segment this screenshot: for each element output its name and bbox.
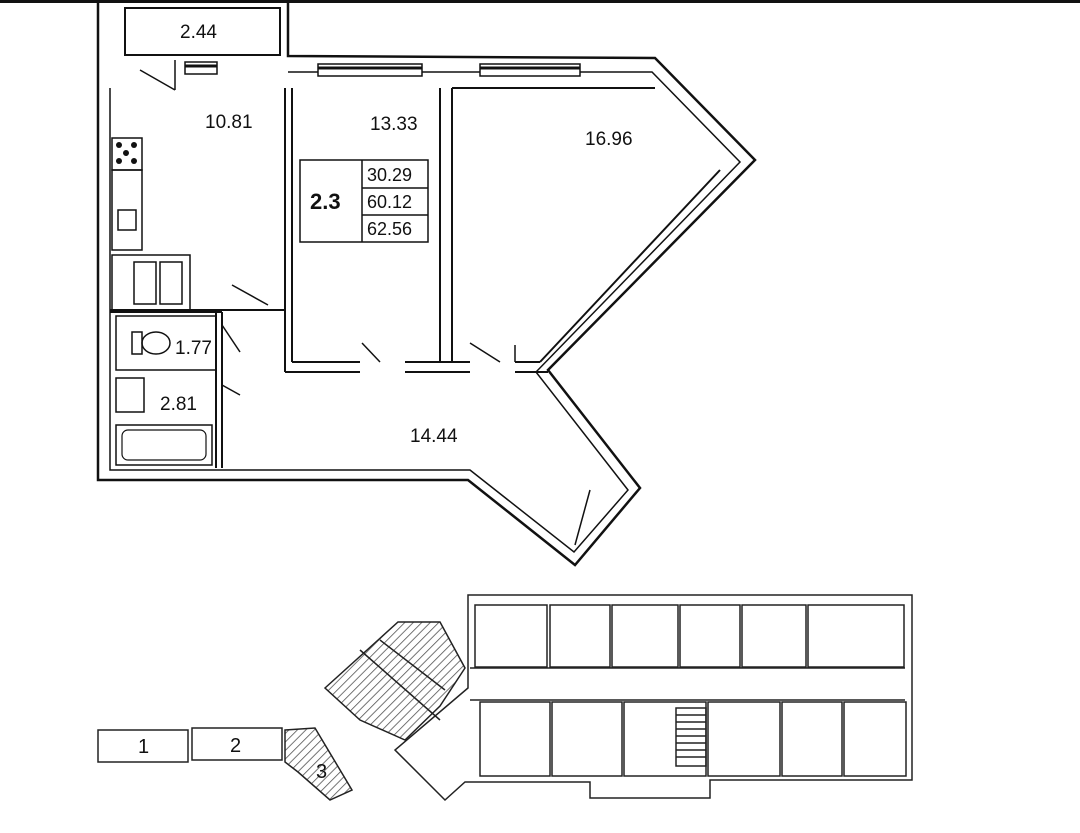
- window-kitchen: [184, 61, 218, 75]
- building-2-label: 2: [230, 735, 241, 757]
- apartment-legend: [299, 159, 429, 243]
- kitchen-area: 10.81: [205, 112, 253, 133]
- washer-dryer: [111, 254, 191, 311]
- key-plan: [97, 727, 354, 801]
- stairwell: [675, 707, 707, 767]
- building-3-shape: [284, 727, 354, 801]
- kitchen-sink: [117, 209, 137, 231]
- balcony-door: [139, 60, 176, 91]
- window-bedroom-2: [479, 63, 581, 77]
- toilet-area: 1.77: [175, 338, 212, 359]
- top-border: [0, 0, 1080, 3]
- wall-bath-hall: [215, 312, 223, 468]
- building-1-label: 1: [138, 736, 149, 758]
- balcony-area: 2.44: [180, 22, 217, 43]
- building-1-shape: [97, 729, 189, 763]
- wall-bedroom-hall: [285, 361, 548, 373]
- kitchen-counter: [111, 169, 143, 251]
- site-plan: [323, 594, 913, 802]
- outer-wall: [96, 2, 757, 567]
- building-3-label: 3: [316, 761, 327, 783]
- apartment-plan: [96, 2, 757, 567]
- door-kitchen: [231, 284, 269, 306]
- outer-wall-inner: [109, 71, 742, 554]
- wall-kitchen-bedroom: [284, 88, 293, 372]
- bath-sink: [115, 377, 145, 413]
- hall-area: 14.44: [410, 426, 458, 447]
- door-entry: [574, 489, 591, 546]
- building-2-shape: [191, 727, 283, 761]
- total-area: 60.12: [367, 192, 412, 212]
- balcony-outline: [124, 7, 281, 56]
- toilet-icon: [131, 331, 143, 355]
- total-area-with-balcony: 62.56: [367, 219, 412, 239]
- bedroom-2-area: 16.96: [585, 129, 633, 150]
- bathtub: [115, 424, 213, 466]
- window-bedroom-1: [317, 63, 423, 77]
- door-bedroom-2: [469, 342, 516, 363]
- apartment-number: 2.3: [310, 189, 341, 214]
- toilet-room: [115, 315, 217, 371]
- wall-bedroom2-diag: [452, 87, 721, 363]
- bedroom-1-area: 13.33: [370, 114, 418, 135]
- door-bedroom-1: [361, 342, 381, 363]
- building-main: [393, 594, 913, 802]
- corridor: [470, 667, 905, 701]
- living-area: 30.29: [367, 165, 412, 185]
- wall-bedrooms: [439, 88, 453, 362]
- door-bath: [221, 384, 241, 396]
- door-toilet: [221, 324, 241, 353]
- stove-burners: [116, 142, 137, 164]
- bathroom-area: 2.81: [160, 394, 197, 415]
